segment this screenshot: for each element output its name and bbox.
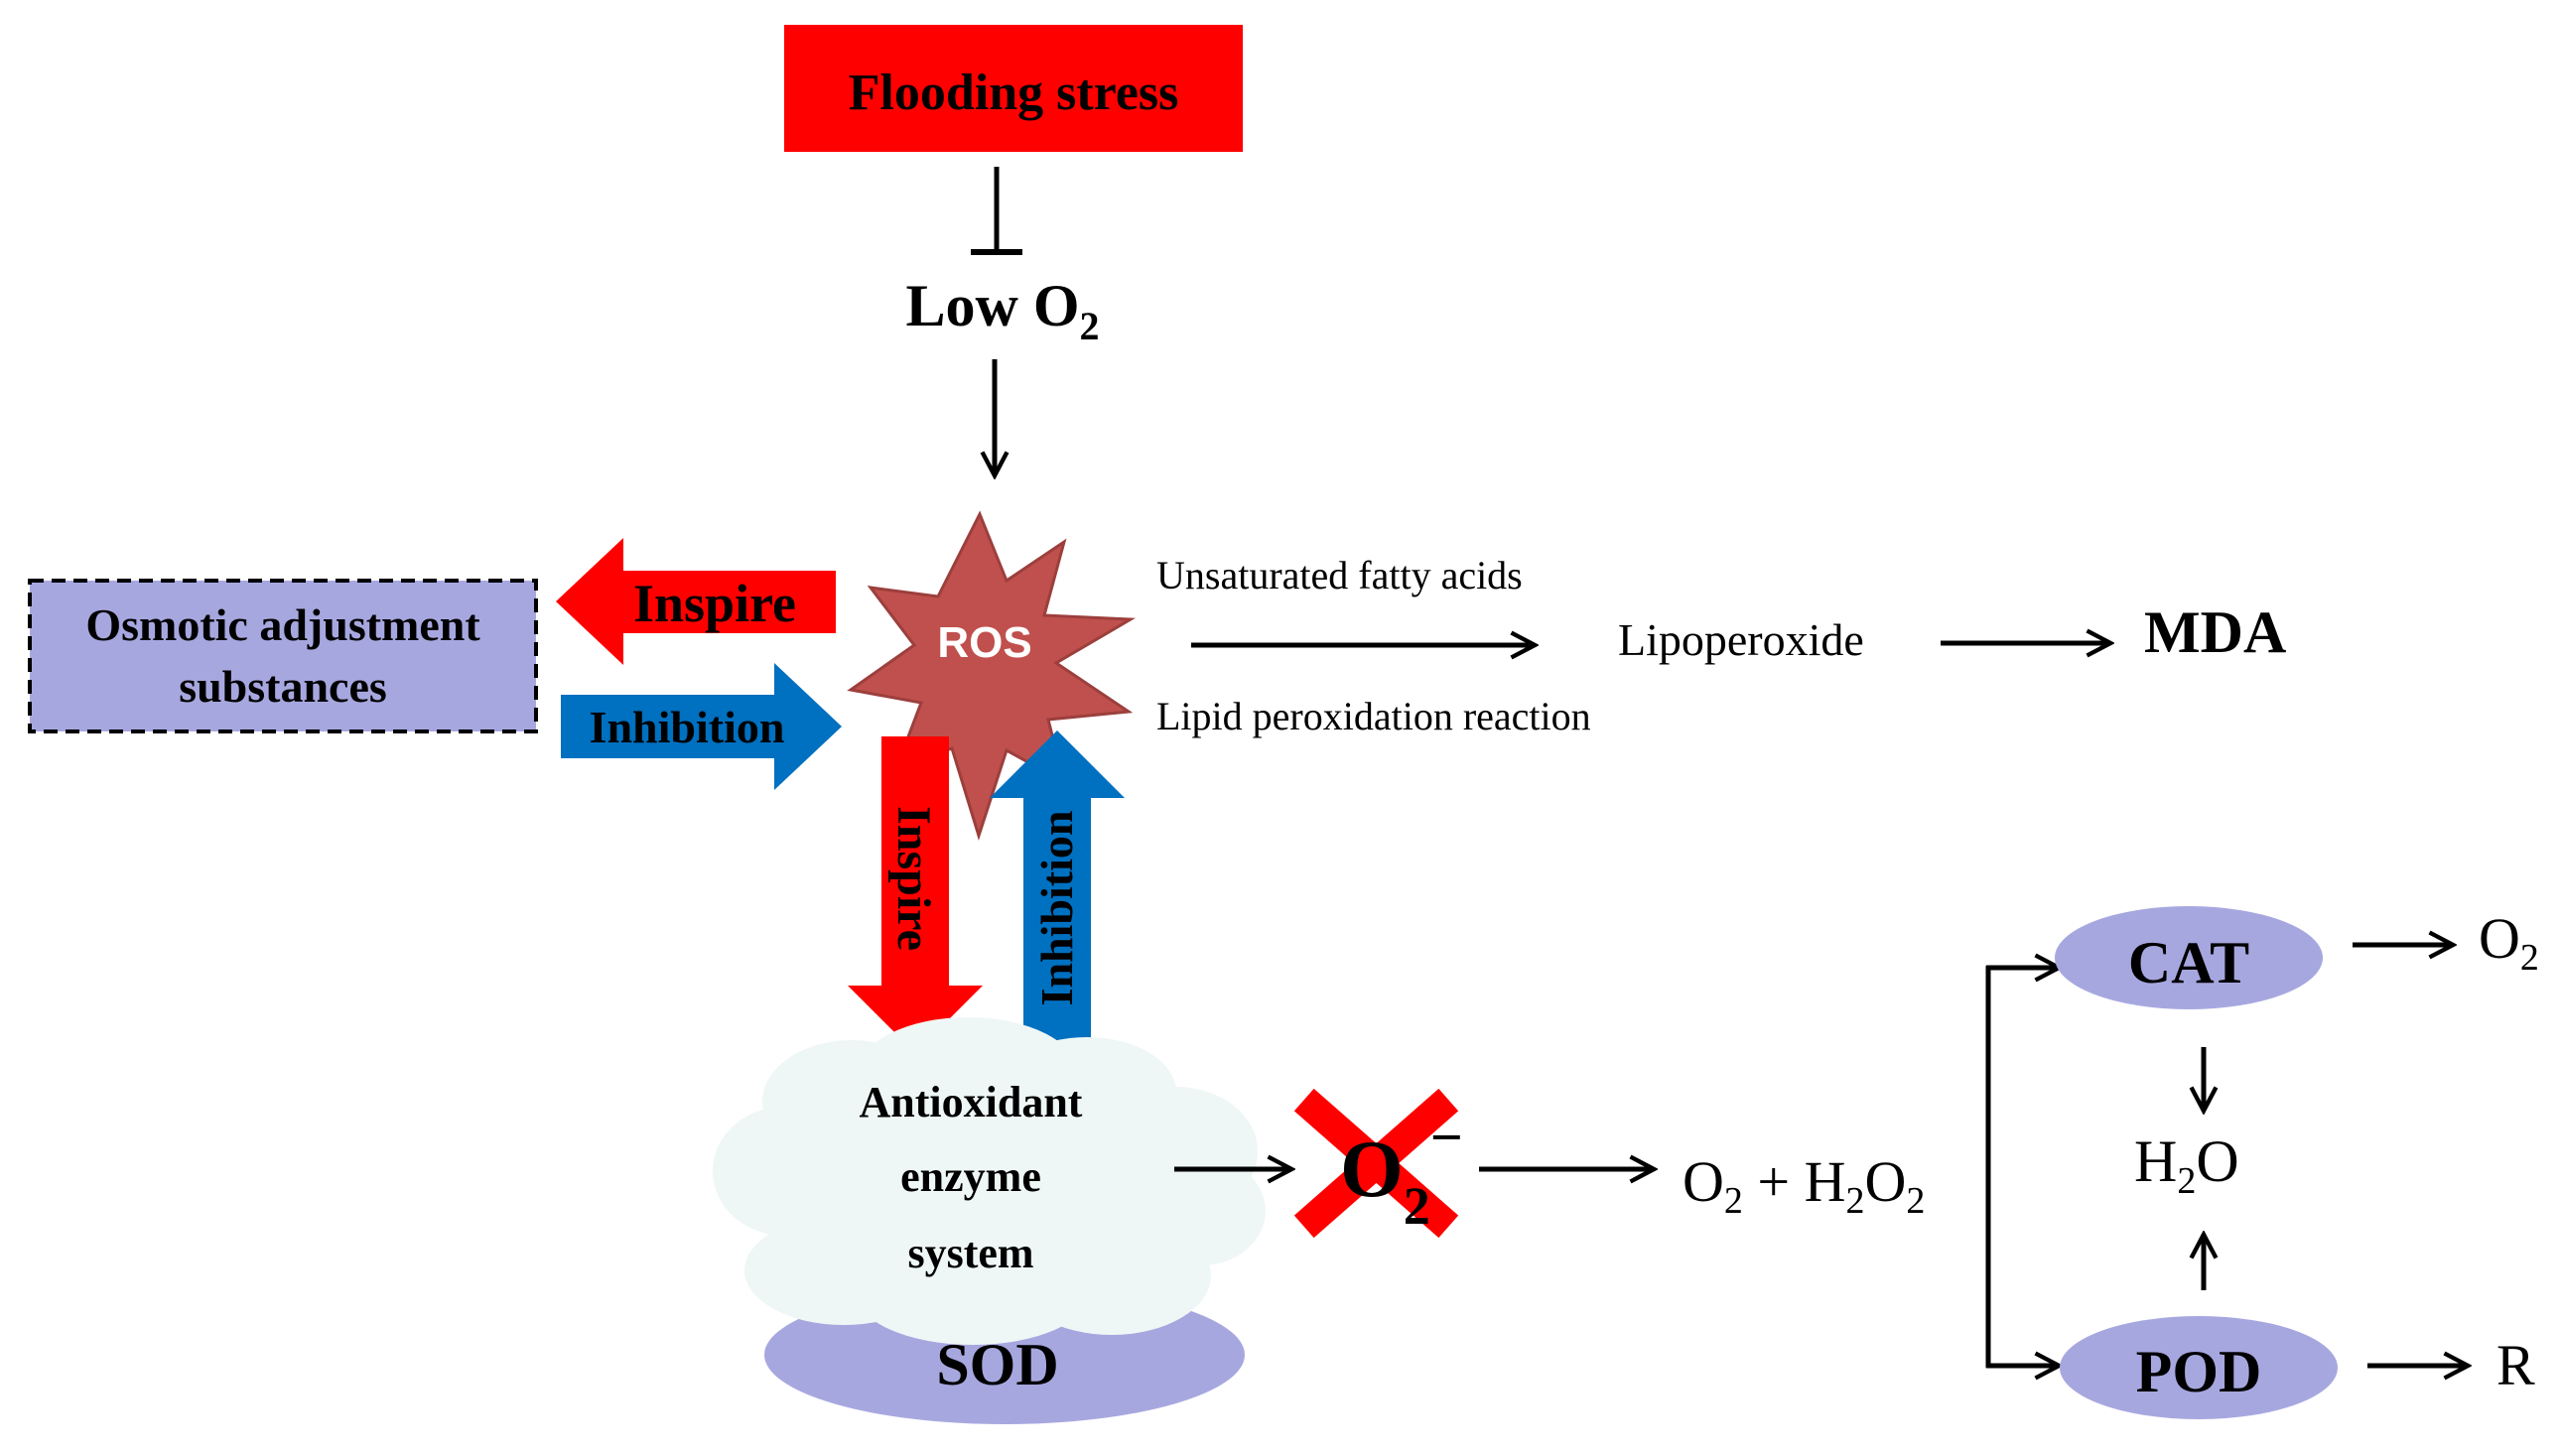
unsaturated-fatty-acids-label: Unsaturated fatty acids bbox=[1156, 553, 1523, 597]
flooding-stress-label: Flooding stress bbox=[849, 65, 1179, 121]
superoxide-superscript: − bbox=[1430, 1105, 1463, 1169]
inhibition-arrow-right bbox=[561, 663, 842, 790]
osmotic-line1: Osmotic adjustment bbox=[85, 599, 480, 650]
products-o2-sub: 2 bbox=[1724, 1180, 1743, 1222]
cat-product-sub: 2 bbox=[2520, 937, 2539, 979]
superoxide-o: O bbox=[1340, 1124, 1404, 1214]
pod-label: POD bbox=[2136, 1339, 2262, 1404]
antioxidant-line2: enzyme bbox=[900, 1152, 1041, 1201]
low-o2-label: Low O2 bbox=[905, 273, 1099, 348]
water-sub: 2 bbox=[2177, 1160, 2196, 1202]
cat-label: CAT bbox=[2128, 930, 2249, 995]
cat-ellipse bbox=[2055, 906, 2323, 1009]
products-plus-h: + H bbox=[1743, 1149, 1846, 1214]
inhibition-arrow-up bbox=[990, 730, 1125, 1055]
ros-label: ROS bbox=[937, 618, 1031, 667]
lipoperoxide-label: Lipoperoxide bbox=[1618, 614, 1864, 665]
antioxidant-line3: system bbox=[907, 1229, 1033, 1277]
superoxide-label: O2− bbox=[1340, 1105, 1463, 1236]
antioxidant-line1: Antioxidant bbox=[860, 1078, 1083, 1126]
pod-ellipse bbox=[2060, 1316, 2338, 1419]
products-h2o2-o: O bbox=[1865, 1149, 1907, 1214]
products-label: O2 + H2O2 bbox=[1683, 1149, 1925, 1222]
low-o2-subscript: 2 bbox=[1080, 304, 1100, 348]
products-o2-o: O bbox=[1683, 1149, 1724, 1214]
pod-product-label: R bbox=[2496, 1333, 2535, 1397]
osmotic-substances-box bbox=[28, 579, 538, 733]
water-o: O bbox=[2196, 1128, 2238, 1194]
inhibition-right-label: Inhibition bbox=[590, 702, 785, 752]
inspire-left-label: Inspire bbox=[633, 574, 796, 633]
low-o2-text: Low O bbox=[905, 273, 1079, 338]
water-label: H2O bbox=[2134, 1128, 2239, 1202]
antioxidant-cloud bbox=[713, 1017, 1266, 1345]
inspire-arrow-left bbox=[556, 538, 836, 665]
products-h2o2-sub2: 2 bbox=[1906, 1180, 1925, 1222]
superoxide-cross-mark bbox=[1293, 1088, 1459, 1239]
inhibition-up-label: Inhibition bbox=[1031, 811, 1082, 1006]
water-h: H bbox=[2134, 1128, 2177, 1194]
lipid-peroxidation-label: Lipid peroxidation reaction bbox=[1156, 694, 1591, 738]
cat-product-label: O2 bbox=[2479, 906, 2539, 979]
cat-product-o: O bbox=[2479, 906, 2520, 971]
flooding-stress-box bbox=[784, 25, 1243, 152]
inspire-arrow-down bbox=[848, 736, 983, 1053]
osmotic-line2: substances bbox=[179, 661, 387, 712]
inspire-down-label: Inspire bbox=[887, 806, 940, 951]
products-h2o2-sub1: 2 bbox=[1846, 1180, 1865, 1222]
mda-label: MDA bbox=[2144, 599, 2286, 665]
superoxide-subscript: 2 bbox=[1404, 1176, 1430, 1236]
